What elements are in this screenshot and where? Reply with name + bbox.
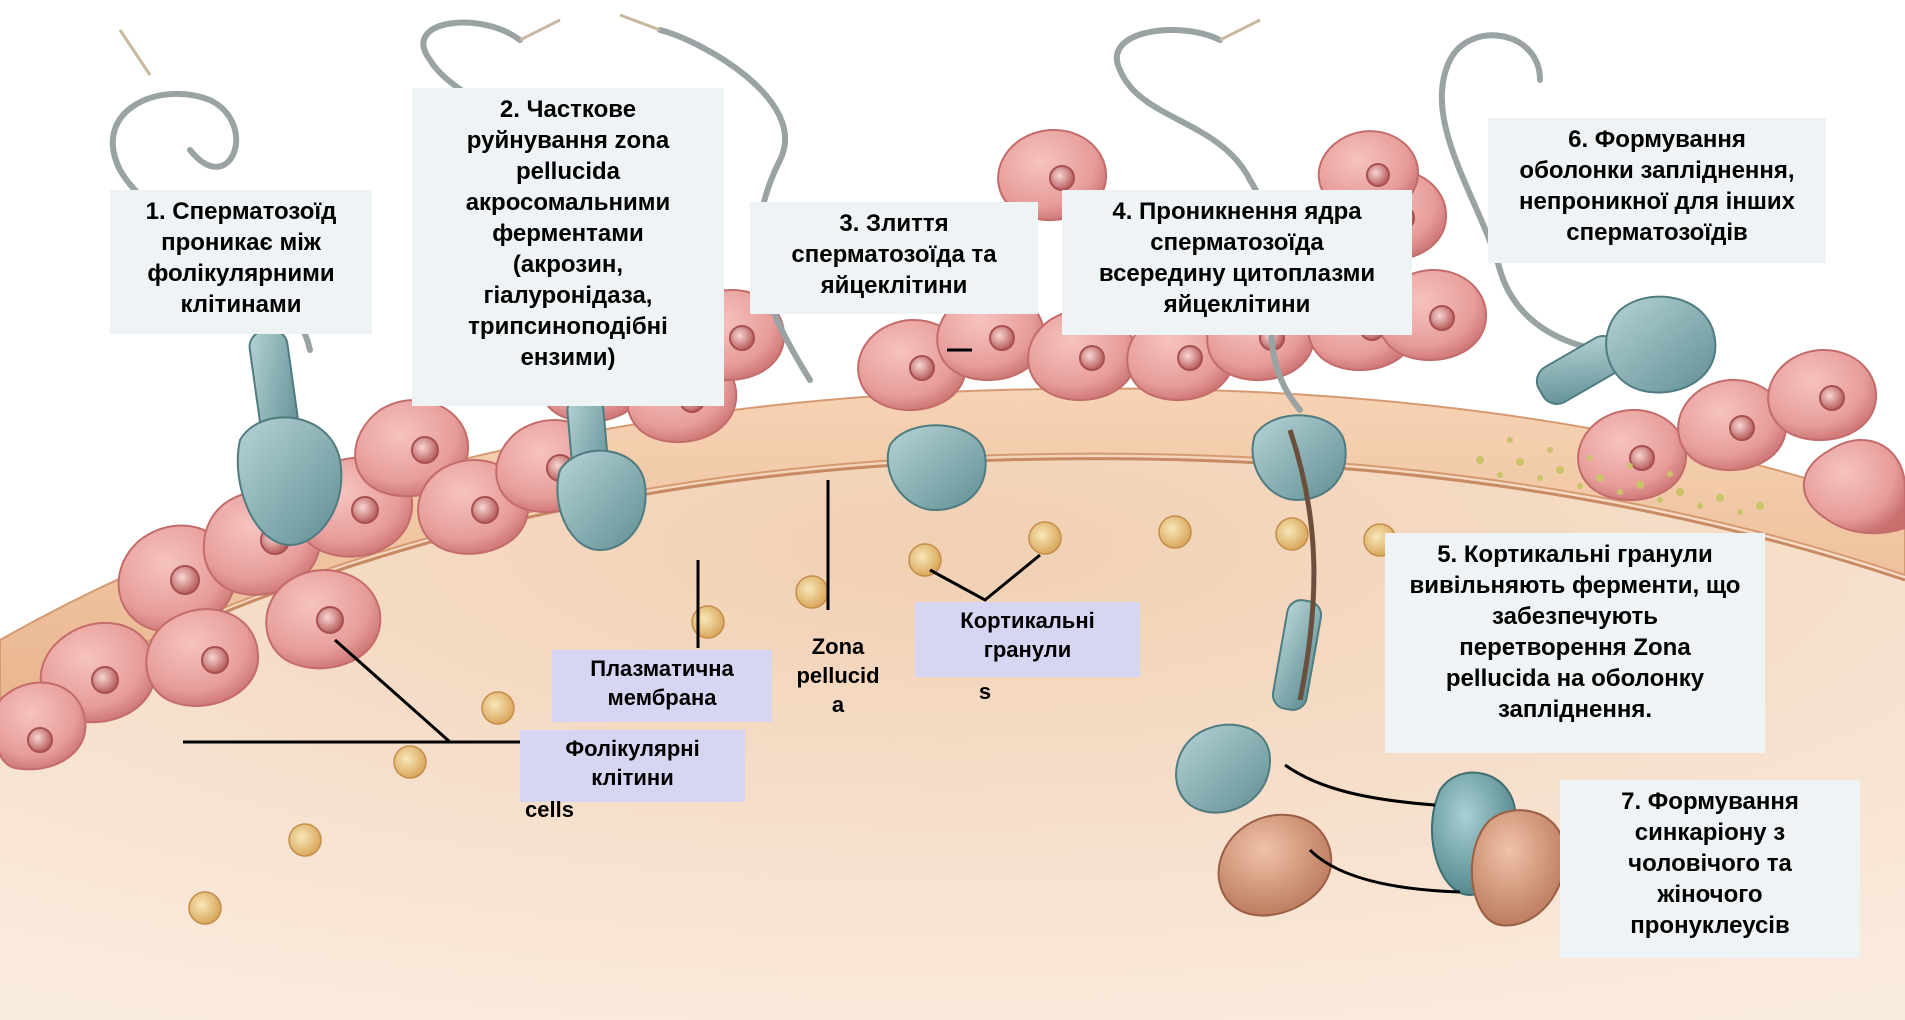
plasma-membrane-label: Плазматична мембрана — [552, 650, 772, 722]
step-2-box: 2. Часткове руйнування zona pellucida ак… — [412, 88, 724, 406]
sperm-tail-thin — [120, 15, 1260, 75]
step-5-box: 5. Кортикальні гранули вивільняють ферме… — [1385, 533, 1765, 753]
step-7-box: 7. Формування синкаріону з чоловічого та… — [1560, 780, 1860, 958]
cortical-granules-label-residue: s — [970, 677, 1000, 706]
step-6-box: 6. Формування оболонки запліднення, непр… — [1488, 118, 1826, 263]
cortical-granules-label: Кортикальні гранули — [915, 602, 1140, 677]
step-1-box: 1. Сперматозоїд проникає між фолікулярни… — [110, 190, 372, 334]
follicular-cells-label-residue: cells — [525, 795, 590, 824]
step-3-box: 3. Злиття сперматозоїда та яйцеклітини — [750, 202, 1038, 314]
zona-pellucida-label: Zona pellucid a — [778, 632, 898, 719]
step-4-box: 4. Проникнення ядра сперматозоїда всеред… — [1062, 190, 1412, 335]
follicular-cells-label: Фолікулярні клітини — [520, 730, 745, 802]
